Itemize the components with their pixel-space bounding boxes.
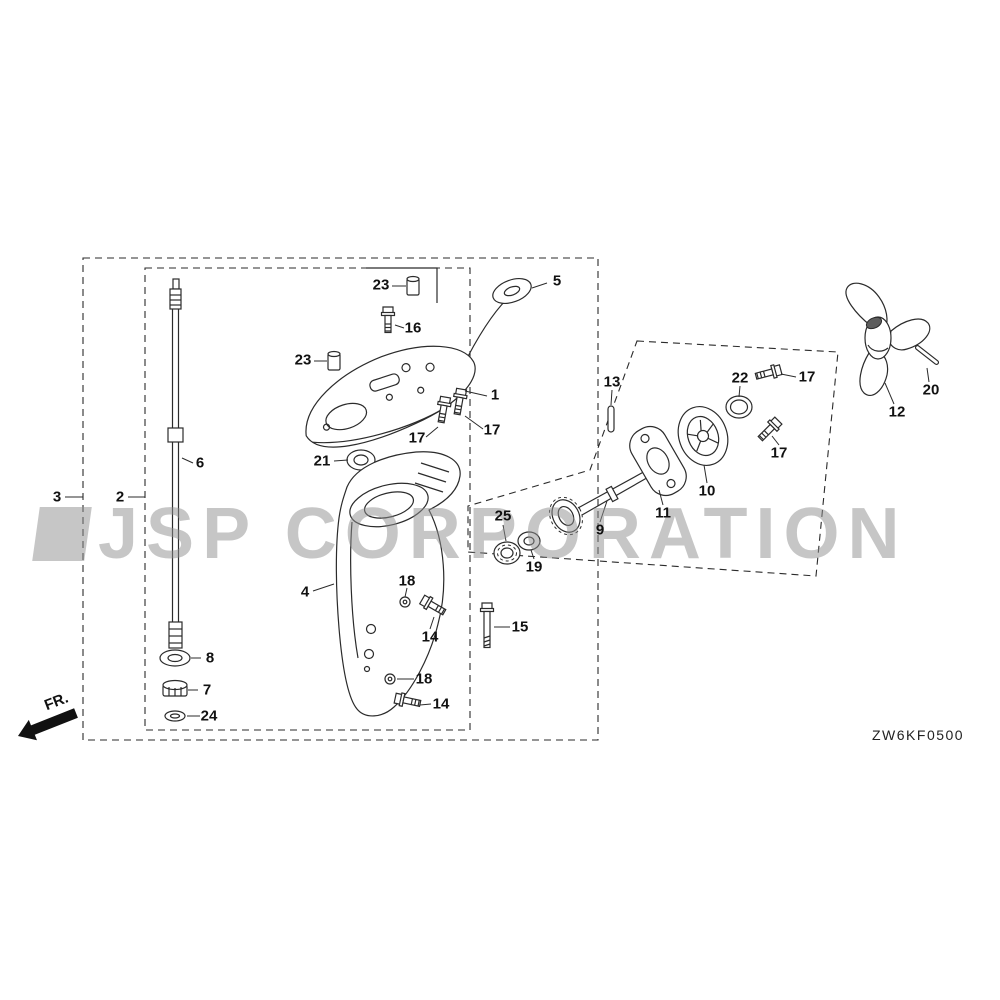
bolt-14b (393, 691, 423, 711)
mount-plate (305, 298, 508, 448)
small-washer (164, 710, 186, 722)
propeller (845, 282, 931, 396)
corner-bracket (366, 267, 438, 303)
dowel-pin-13 (607, 405, 615, 433)
vertical-shaft-gear (549, 464, 659, 536)
dowel-pin-23b (327, 350, 341, 371)
grommet (492, 278, 532, 304)
extension-case (335, 451, 461, 717)
bolt-17d (755, 415, 784, 444)
bearing-19 (517, 531, 541, 551)
leader-lines (65, 282, 930, 717)
assembly-box-2 (144, 267, 471, 731)
fr-indicator: FR. (18, 690, 78, 741)
fr-arrow (18, 708, 78, 741)
drive-shaft (167, 278, 184, 649)
fr-label: FR. (42, 690, 71, 715)
bolt-17c (753, 362, 783, 384)
ball-bearing-25 (493, 541, 521, 565)
pump-gasket (629, 425, 687, 497)
long-bolt-15 (479, 602, 495, 649)
kit-box-3 (82, 257, 599, 741)
diagram-code: ZW6KF0500 (872, 727, 965, 743)
washer-bolt-18a (399, 596, 411, 608)
dowel-pin-23a (406, 275, 420, 296)
washer-bolt-18b (384, 673, 396, 685)
pump-housing (677, 406, 729, 466)
flange-bolt-16 (380, 306, 396, 334)
castle-nut (162, 679, 188, 697)
split-pin-20 (914, 345, 940, 365)
water-pump-box (467, 340, 839, 577)
thrust-washer (159, 649, 191, 667)
o-ring-22 (725, 395, 753, 419)
